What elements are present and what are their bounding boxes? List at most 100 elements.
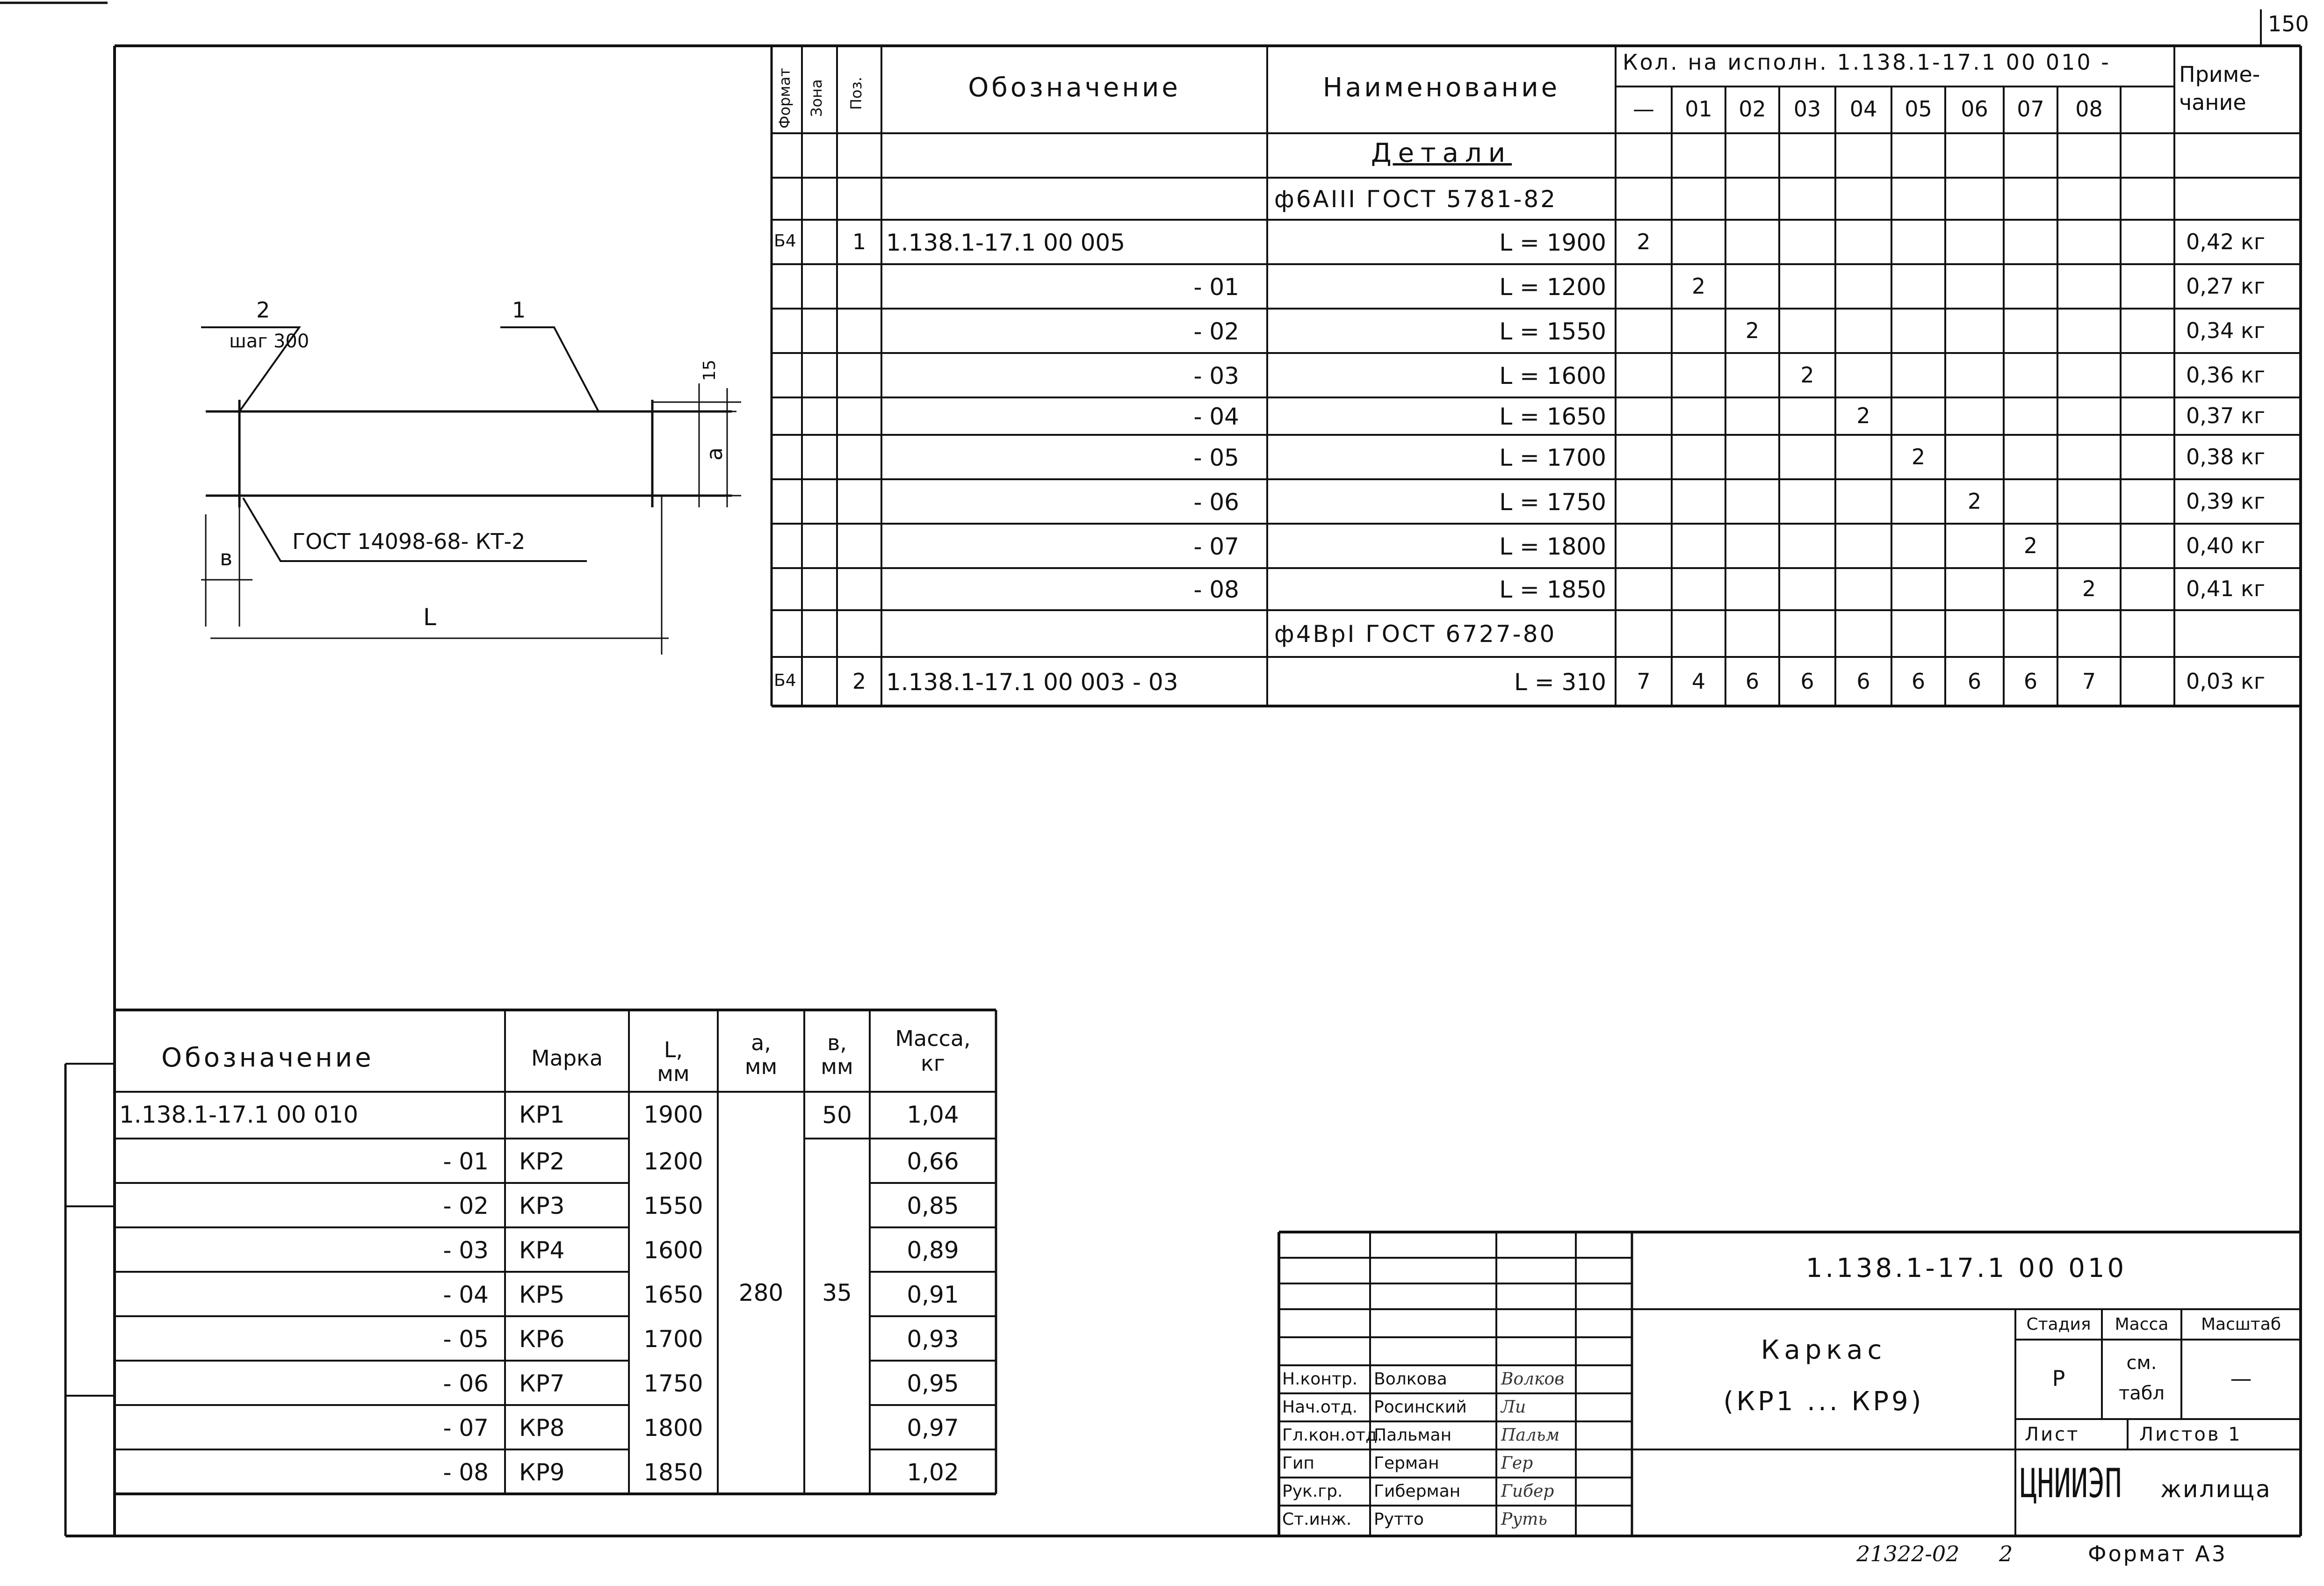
marks-mass: 0,91 (907, 1281, 959, 1308)
marks-mass: 1,04 (907, 1101, 959, 1128)
qty-header-5: 05 (1905, 96, 1932, 122)
spec-qty-4: 2 (1856, 403, 1870, 428)
spec-note: 0,40 кг (2186, 533, 2265, 558)
marks-length: 1650 (643, 1281, 703, 1308)
header-designation: Обозначение (968, 72, 1181, 103)
doc-code: 1.138.1-17.1 00 010 (1805, 1253, 2127, 1283)
format-label: Формат А3 (2088, 1541, 2227, 1566)
drawing-dim-15: 15 (700, 360, 719, 381)
spec-note: 0,03 кг (2186, 669, 2265, 694)
marks-header-a: a, мм (744, 1030, 778, 1079)
spec-note: 0,27 кг (2186, 274, 2265, 299)
marks-mark: КР8 (519, 1414, 565, 1442)
org-name: жилища (2160, 1476, 2272, 1503)
marks-designation: - 05 (443, 1326, 489, 1353)
header-qty-title: Кол. на исполн. 1.138.1-17.1 00 010 - (1623, 50, 2111, 75)
marks-designation: - 08 (443, 1459, 489, 1486)
scale-value: — (2230, 1366, 2252, 1391)
staff-name: Волкова (1374, 1370, 1447, 1389)
spec-qty-3: 6 (1800, 669, 1814, 694)
drawing-dim-b: в (220, 545, 233, 570)
qty-header-3: 03 (1793, 96, 1821, 122)
header-note: Приме- чание (2179, 62, 2260, 115)
staff-name: Гиберман (1374, 1482, 1461, 1501)
frame-element-drawing (201, 326, 741, 655)
marks-designation: - 03 (443, 1237, 489, 1264)
marks-designation: 1.138.1-17.1 00 010 (119, 1101, 359, 1128)
spec-qty-7: 2 (2023, 533, 2038, 558)
staff-role: Н.контр. (1282, 1370, 1358, 1389)
marks-mass: 0,66 (907, 1148, 959, 1175)
drawing-label-pitch: шаг 300 (229, 331, 310, 352)
spec-designation: 1.138.1-17.1 00 005 (886, 229, 1126, 256)
qty-header-0: — (1633, 96, 1654, 122)
staff-role: Гл.кон.отд. (1282, 1426, 1383, 1445)
marks-mass: 0,85 (907, 1192, 959, 1219)
spec-name: L = 1900 (1499, 229, 1606, 256)
qty-header-1: 01 (1685, 96, 1712, 122)
qty-header-4: 04 (1849, 96, 1877, 122)
marks-mass: 0,97 (907, 1414, 959, 1442)
qty-header-8: 08 (2075, 96, 2103, 122)
marks-mark: КР6 (519, 1326, 565, 1353)
staff-role: Гип (1282, 1454, 1314, 1473)
section-title: Детали (1371, 138, 1512, 168)
spec-qty-1: 2 (1691, 274, 1706, 299)
spec-qty-4: 6 (1856, 669, 1870, 694)
spec-designation: - 03 (1193, 362, 1239, 389)
spec-qty-5: 6 (1911, 669, 1926, 694)
spec-note: 0,42 кг (2186, 229, 2265, 254)
staff-role: Нач.отд. (1282, 1398, 1358, 1417)
staff-role: Рук.гр. (1282, 1482, 1343, 1501)
staff-signature: Гер (1501, 1454, 1533, 1473)
marks-mass: 0,95 (907, 1370, 959, 1397)
marks-length: 1200 (643, 1148, 703, 1175)
header-pos: Поз. (847, 77, 865, 110)
qty-header-2: 02 (1739, 96, 1766, 122)
marks-designation: - 02 (443, 1192, 489, 1219)
spec-designation: - 06 (1193, 489, 1239, 516)
marks-b-value: 35 (822, 1279, 852, 1306)
marks-mark: КР4 (519, 1237, 565, 1264)
page-number: 2 (1999, 1541, 2013, 1566)
header-name: Наименование (1322, 72, 1560, 103)
spec-qty-5: 2 (1911, 444, 1926, 469)
doc-title-2: (КР1 ... КР9) (1723, 1386, 1924, 1417)
spec-designation: - 04 (1193, 403, 1239, 430)
stage-label: Стадия (2026, 1315, 2091, 1334)
spec-pos: 2 (852, 669, 866, 694)
spec-name: ф4ВрI ГОСТ 6727-80 (1274, 620, 1557, 648)
org-logo: ЦНИИЭП (2020, 1460, 2122, 1507)
staff-name: Рутто (1374, 1510, 1424, 1529)
spec-designation: - 02 (1193, 318, 1239, 345)
drawing-label-pos1: 1 (512, 297, 526, 323)
spec-qty-7: 6 (2023, 669, 2038, 694)
staff-signature: Ли (1501, 1398, 1526, 1417)
spec-name: L = 1750 (1499, 489, 1606, 516)
staff-name: Росинский (1374, 1398, 1467, 1417)
marks-designation: - 06 (443, 1370, 489, 1397)
spec-format: Б4 (774, 671, 796, 690)
marks-designation: - 01 (443, 1148, 489, 1175)
spec-name: ф6АIII ГОСТ 5781-82 (1274, 186, 1558, 213)
spec-note: 0,41 кг (2186, 576, 2265, 601)
sheet-label: Лист (2025, 1424, 2080, 1445)
marks-header-mark: Марка (531, 1045, 603, 1071)
marks-mass: 1,02 (907, 1459, 959, 1486)
spec-name: L = 1650 (1499, 403, 1606, 430)
drawing-dim-a: a (702, 447, 727, 461)
spec-designation: - 07 (1193, 533, 1239, 560)
sheet-number: 150 (2268, 11, 2309, 36)
marks-header-L: L, мм (657, 1037, 690, 1086)
spec-name: L = 1800 (1499, 533, 1606, 560)
marks-header-mass: Масса, кг (895, 1026, 971, 1076)
marks-designation: - 07 (443, 1414, 489, 1442)
spec-pos: 1 (852, 229, 866, 254)
drawing-weld-label: ГОСТ 14098-68- КТ-2 (292, 529, 526, 554)
marks-b-first: 50 (822, 1102, 852, 1129)
header-format: Формат (776, 68, 794, 129)
spec-designation: - 01 (1193, 274, 1239, 301)
marks-length: 1700 (643, 1326, 703, 1353)
marks-length: 1550 (643, 1192, 703, 1219)
